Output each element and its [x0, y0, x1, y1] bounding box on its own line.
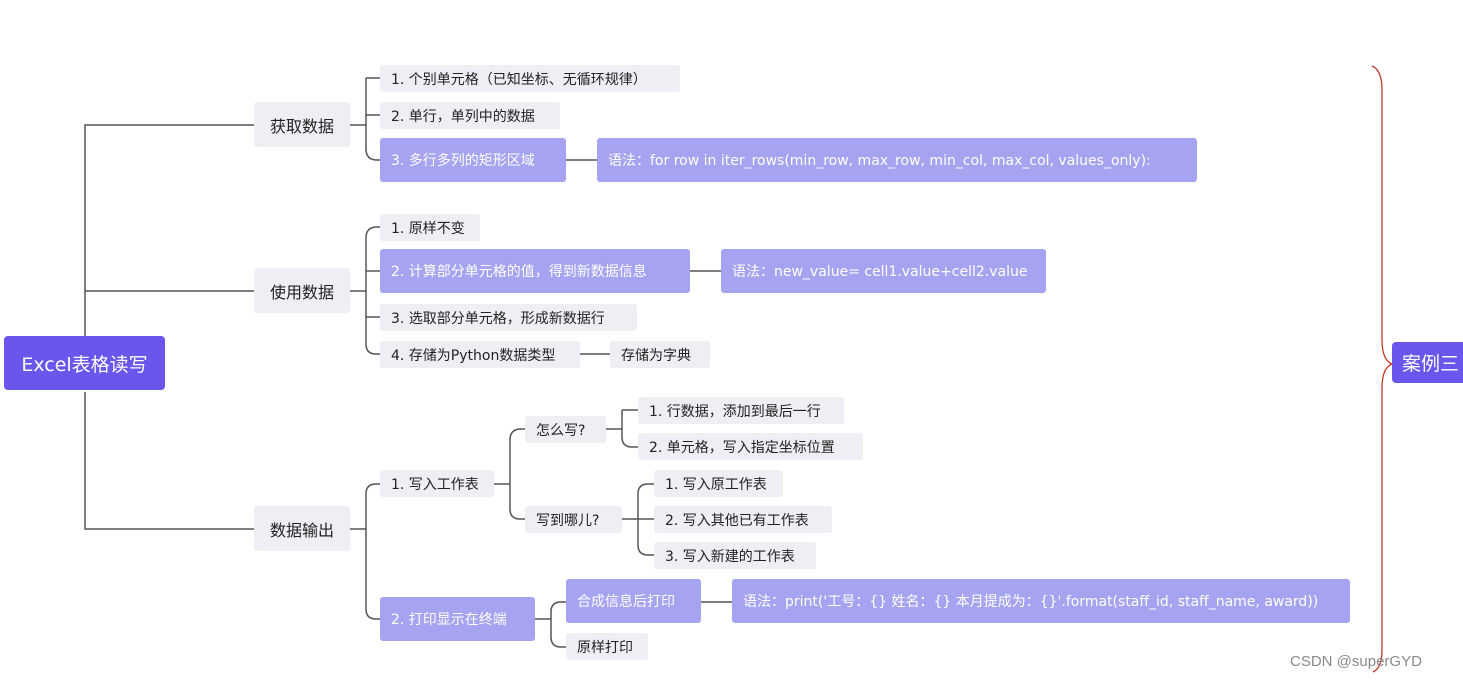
- connector-output: [365, 483, 380, 495]
- connector-root-branch: [84, 124, 254, 336]
- node-label: 2. 计算部分单元格的值，得到新数据信息: [391, 264, 647, 280]
- node-label: 1. 原样不变: [391, 220, 465, 237]
- use-data-store-as[interactable]: 存储为字典: [610, 341, 710, 368]
- write-where-item-1[interactable]: 1. 写入原工作表: [654, 470, 783, 497]
- connector-write-sheet: [509, 508, 525, 520]
- node-label: 合成信息后打印: [577, 594, 675, 610]
- branch-label: 获取数据: [269, 116, 334, 136]
- use-data-item-4[interactable]: 4. 存储为Python数据类型: [380, 341, 580, 368]
- connector-where: [637, 483, 654, 495]
- case-brace: [1371, 65, 1394, 673]
- use-data-item-3[interactable]: 3. 选取部分单元格，形成新数据行: [380, 304, 637, 331]
- get-data-item-3[interactable]: 3. 多行多列的矩形区域: [380, 138, 566, 182]
- node-label: 3. 选取部分单元格，形成新数据行: [391, 310, 605, 327]
- case-label: 案例三: [1402, 353, 1460, 375]
- use-data-item-2[interactable]: 2. 计算部分单元格的值，得到新数据信息: [380, 249, 690, 293]
- node-label: 3. 多行多列的矩形区域: [391, 153, 535, 169]
- node-label: 怎么写?: [536, 422, 586, 439]
- get-data-item-2[interactable]: 2. 单行，单列中的数据: [380, 102, 560, 129]
- branch-output[interactable]: 数据输出: [254, 506, 350, 551]
- output-print[interactable]: 2. 打印显示在终端: [380, 597, 535, 641]
- branch-use-data[interactable]: 使用数据: [254, 268, 350, 313]
- node-label: 1. 写入工作表: [391, 476, 479, 493]
- write-how[interactable]: 怎么写?: [525, 416, 606, 443]
- node-label: 语法：print('工号：{} 姓名：{} 本月提成为：{}'.format(s…: [743, 594, 1319, 610]
- node-label: 2. 单元格，写入指定坐标位置: [649, 439, 835, 456]
- node-label: 存储为字典: [621, 347, 691, 364]
- watermark: CSDN @superGYD: [1290, 653, 1422, 670]
- node-label: 语法：for row in iter_rows(min_row, max_row…: [608, 153, 1151, 169]
- connector-get-data: [365, 148, 380, 161]
- case-label-node[interactable]: 案例三: [1392, 342, 1463, 383]
- use-data-item-1[interactable]: 1. 原样不变: [380, 214, 480, 241]
- connector-output: [365, 608, 380, 620]
- branch-get-data[interactable]: 获取数据: [254, 102, 350, 147]
- branch-label: 使用数据: [269, 282, 334, 302]
- connector-use-data: [365, 343, 380, 355]
- print-combine[interactable]: 合成信息后打印: [566, 579, 701, 623]
- use-data-syntax[interactable]: 语法：new_value= cell1.value+cell2.value: [721, 249, 1046, 293]
- node-label: 语法：new_value= cell1.value+cell2.value: [732, 264, 1028, 280]
- node-label: 1. 写入原工作表: [665, 476, 767, 493]
- connector-use-data: [365, 226, 380, 239]
- root-node[interactable]: Excel表格读写: [4, 336, 165, 390]
- write-how-item-2[interactable]: 2. 单元格，写入指定坐标位置: [638, 433, 863, 460]
- node-label: 1. 个别单元格（已知坐标、无循环规律）: [391, 71, 647, 88]
- get-data-syntax[interactable]: 语法：for row in iter_rows(min_row, max_row…: [597, 138, 1197, 182]
- write-where-item-2[interactable]: 2. 写入其他已有工作表: [654, 506, 832, 533]
- node-label: 3. 写入新建的工作表: [665, 548, 795, 565]
- print-syntax[interactable]: 语法：print('工号：{} 姓名：{} 本月提成为：{}'.format(s…: [732, 579, 1350, 623]
- branch-label: 数据输出: [269, 520, 334, 540]
- node-label: 1. 行数据，添加到最后一行: [649, 403, 821, 420]
- print-raw[interactable]: 原样打印: [566, 633, 648, 660]
- write-where-item-3[interactable]: 3. 写入新建的工作表: [654, 542, 816, 569]
- write-how-item-1[interactable]: 1. 行数据，添加到最后一行: [638, 397, 844, 424]
- output-write-sheet[interactable]: 1. 写入工作表: [380, 470, 494, 497]
- node-label: 原样打印: [577, 639, 633, 656]
- node-label: 写到哪儿?: [536, 512, 600, 529]
- node-label: 4. 存储为Python数据类型: [391, 347, 556, 364]
- connector-print: [550, 601, 566, 613]
- connector-how: [621, 436, 638, 448]
- node-label: 2. 打印显示在终端: [391, 612, 507, 628]
- node-label: 2. 写入其他已有工作表: [665, 512, 809, 529]
- connector-write-sheet: [509, 428, 525, 441]
- connector-print: [550, 636, 566, 648]
- write-where[interactable]: 写到哪儿?: [525, 506, 622, 533]
- connector-root-branch: [84, 392, 254, 530]
- node-label: 2. 单行，单列中的数据: [391, 108, 535, 125]
- connector-where: [637, 544, 654, 556]
- root-label: Excel表格读写: [21, 353, 148, 376]
- get-data-item-1[interactable]: 1. 个别单元格（已知坐标、无循环规律）: [380, 65, 680, 92]
